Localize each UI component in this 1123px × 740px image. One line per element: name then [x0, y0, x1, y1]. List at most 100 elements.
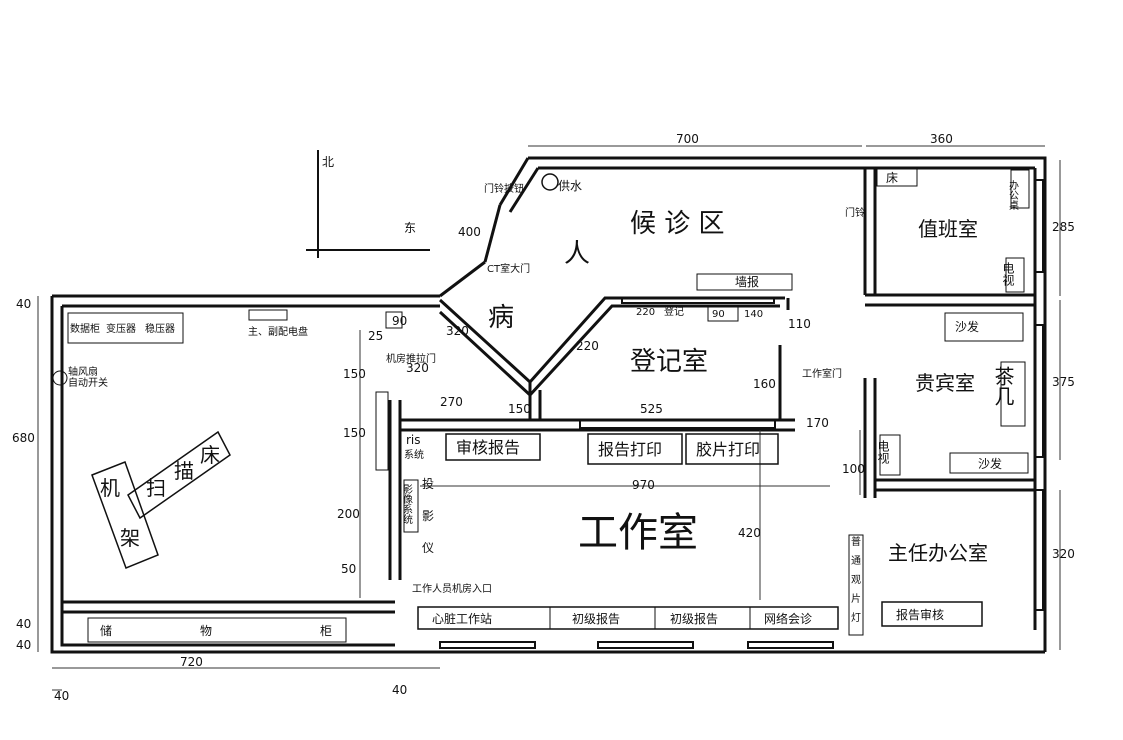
patient-label-1: 人 — [564, 239, 590, 269]
ws-print-report-label: 报告打印 — [598, 440, 662, 459]
scanner-char-3: 描 — [174, 459, 194, 483]
dim-40b: 40 — [16, 617, 31, 631]
viewer-char-5: 灯 — [851, 612, 861, 624]
compass-east-label: 东 — [404, 221, 416, 235]
dim-150a: 150 — [343, 367, 366, 381]
door-small-box — [385, 311, 403, 329]
dim-525: 525 — [640, 402, 663, 416]
dim-40c: 40 — [16, 638, 31, 652]
reg-bell-label: 登记 — [664, 305, 684, 318]
main-panel-label: 主、副配电盘 — [248, 325, 308, 338]
pacs-box — [403, 479, 419, 533]
patient-label-2: 病 — [488, 303, 514, 333]
dim-90: 90 — [392, 314, 407, 328]
duty-bell-label: 门铃 — [845, 206, 865, 219]
viewer-char-1: 普 — [851, 535, 861, 548]
dim-160: 160 — [753, 377, 776, 391]
sofa-top-label: 沙发 — [955, 319, 979, 334]
room-duty-label: 值班室 — [918, 217, 978, 241]
dim-680: 680 — [12, 431, 35, 445]
dim-110: 110 — [788, 317, 811, 331]
sofa-mid-label: 沙发 — [978, 456, 1002, 471]
room-vip-label: 贵宾室 — [915, 371, 975, 395]
dim-220: 220 — [576, 339, 599, 353]
ws-print-film-label: 胶片打印 — [696, 440, 760, 459]
dim-320b: 320 — [406, 361, 429, 375]
projector-char-1: 投 — [422, 476, 434, 491]
tv-mid-label: 电视 — [876, 440, 890, 464]
dim-40e: 40 — [392, 683, 407, 697]
bed-label: 床 — [886, 171, 898, 185]
dim-420: 420 — [738, 526, 761, 540]
office-table-box — [1010, 169, 1030, 209]
ws-network-label: 网络会诊 — [764, 611, 812, 626]
dim-40a: 40 — [16, 297, 31, 311]
cabinet-data: 数据柜 — [70, 322, 100, 335]
ws-primary-1-label: 初级报告 — [572, 611, 620, 626]
fan-label-2: 自动开关 — [68, 376, 108, 389]
tea-table-box — [1000, 361, 1026, 427]
windows — [439, 179, 1044, 649]
dim-100: 100 — [842, 462, 865, 476]
storage-char-1: 储 — [100, 623, 112, 638]
storage-char-2: 物 — [200, 624, 212, 638]
reg-220-label: 220 — [636, 307, 655, 318]
projector-char-2: 影 — [422, 509, 434, 523]
slide-door-label: 机房推拉门 — [386, 352, 436, 365]
room-register-label: 登记室 — [630, 347, 708, 377]
walls — [50, 156, 1047, 654]
dim-970: 970 — [632, 478, 655, 492]
reg-90-label: 90 — [712, 309, 725, 320]
scanner-char-4: 床 — [200, 443, 220, 467]
scanner-char-1: 机 — [100, 476, 120, 500]
cabinet-transformer: 变压器 — [106, 322, 136, 335]
compass — [306, 150, 430, 258]
doorbell-label: 门铃按钮 — [484, 182, 524, 195]
viewer-char-2: 通 — [851, 555, 861, 567]
dim-360: 360 — [930, 132, 953, 146]
dim-320a: 320 — [446, 324, 469, 338]
room-work-label: 工作室 — [578, 510, 698, 556]
dim-375: 375 — [1052, 375, 1075, 389]
dim-200: 200 — [337, 507, 360, 521]
main-panel-box — [248, 309, 288, 321]
water-supply-label: 供水 — [558, 179, 582, 193]
dim-285: 285 — [1052, 220, 1075, 234]
room-waiting-label: 候 诊 区 — [630, 209, 725, 239]
ct-door-label: CT室大门 — [487, 262, 530, 275]
dim-40d: 40 — [54, 689, 69, 703]
room-director-label: 主任办公室 — [888, 541, 988, 565]
tea-table-label: 茶几 — [991, 366, 1015, 406]
machine-cabinets-box — [67, 312, 184, 344]
ws-audit-box — [881, 601, 983, 627]
water-supply-icon — [541, 173, 559, 191]
staff-entry-label: 工作人员机房入口 — [412, 582, 492, 595]
ws-review-box — [445, 433, 541, 461]
fan-icon — [52, 370, 68, 386]
ws-print-report-box — [587, 433, 683, 465]
bed-box — [876, 167, 918, 187]
tv-top-label: 电视 — [1001, 262, 1015, 286]
ws-review-label: 审核报告 — [456, 438, 520, 457]
viewer-light-box — [848, 534, 864, 636]
compass-north-label: 北 — [322, 155, 334, 169]
ws-audit-label: 报告审核 — [896, 607, 944, 622]
ws-row-box — [417, 606, 839, 630]
storage-char-3: 柜 — [320, 624, 332, 638]
ws-primary-2-label: 初级报告 — [670, 611, 718, 626]
pacs-label: 影像系统 — [401, 484, 413, 524]
workroom-door-label: 工作室门 — [802, 367, 842, 380]
cabinet-stabilizer: 稳压器 — [145, 322, 175, 335]
wall-report-label: 墙报 — [735, 274, 759, 289]
dim-25: 25 — [368, 329, 383, 343]
reg-140-label: 140 — [744, 309, 763, 320]
dim-400: 400 — [458, 225, 481, 239]
tv-top-box — [1005, 257, 1025, 293]
dimension-lines — [37, 145, 1061, 691]
storage-cabinet-box — [87, 617, 347, 643]
wall-report-box — [696, 273, 793, 291]
projector-char-3: 仪 — [422, 541, 434, 555]
scanner-char-5: 架 — [120, 526, 140, 550]
tv-mid-box — [879, 434, 901, 476]
